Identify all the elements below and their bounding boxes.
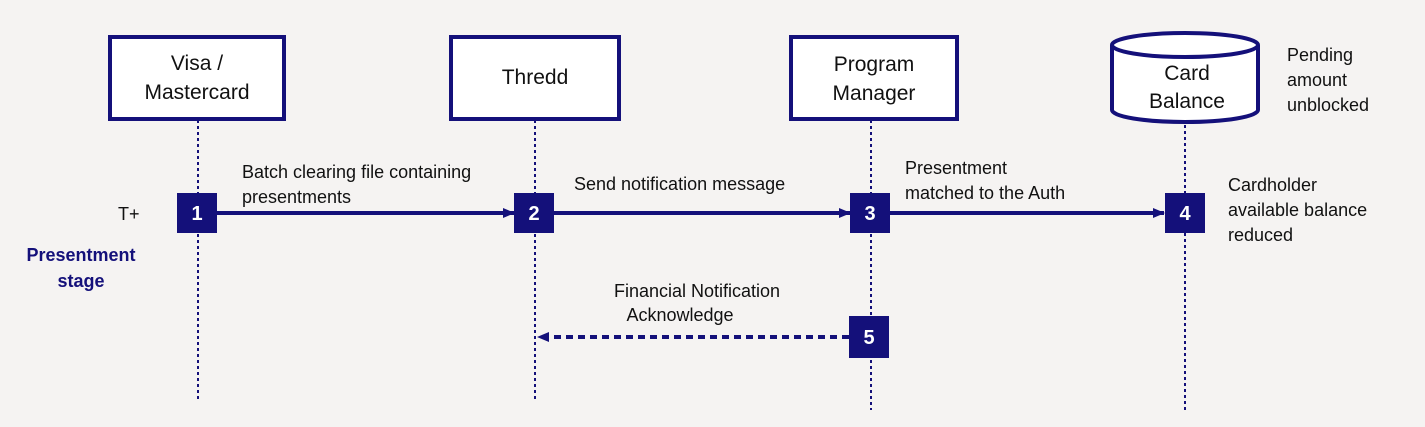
- message-2: Send notification message: [574, 174, 785, 194]
- message-1-line2: presentments: [242, 187, 351, 207]
- stage-name-line1: Presentment: [26, 245, 135, 265]
- card-balance-note-line1: Pending: [1287, 45, 1353, 65]
- participant-visa-label-line2: Mastercard: [144, 81, 249, 104]
- participant-program-manager-label-line1: Program: [834, 53, 915, 76]
- step-4-note-line3: reduced: [1228, 225, 1293, 245]
- step-4-note-line1: Cardholder: [1228, 175, 1317, 195]
- step-marker-4: [1165, 193, 1205, 233]
- message-5-line1: Financial Notification: [614, 281, 780, 301]
- step-marker-5: [849, 316, 889, 358]
- participant-card-balance-cylinder: [1110, 31, 1260, 124]
- step-marker-4-label: 4: [1179, 203, 1191, 225]
- participant-thredd-box: [449, 35, 621, 121]
- step-marker-1: [177, 193, 217, 233]
- participant-visa-box: [108, 35, 286, 121]
- message-3-line2: matched to the Auth: [905, 183, 1065, 203]
- stage-name-line2: stage: [57, 271, 104, 291]
- step-marker-3: [850, 193, 890, 233]
- message-3-line1: Presentment: [905, 158, 1007, 178]
- card-balance-note-line3: unblocked: [1287, 95, 1369, 115]
- step-marker-2: [514, 193, 554, 233]
- card-balance-note-line2: amount: [1287, 70, 1347, 90]
- participant-card-balance-label-line2: Balance: [1149, 90, 1225, 113]
- participant-card-balance-label-line1: Card: [1164, 62, 1210, 85]
- step-marker-2-label: 2: [528, 203, 539, 225]
- participant-thredd-label: Thredd: [502, 66, 569, 89]
- message-5-line2: Acknowledge: [626, 305, 733, 325]
- participant-visa-label-line1: Visa /: [171, 52, 223, 75]
- step-4-note-line2: available balance: [1228, 200, 1367, 220]
- participant-program-manager-box: [789, 35, 959, 121]
- step-marker-3-label: 3: [864, 203, 875, 225]
- time-label: T+: [118, 204, 140, 224]
- message-1-line1: Batch clearing file containing: [242, 162, 471, 182]
- step-marker-5-label: 5: [863, 327, 874, 349]
- step-marker-1-label: 1: [191, 203, 202, 225]
- participant-program-manager-label-line2: Manager: [833, 82, 916, 105]
